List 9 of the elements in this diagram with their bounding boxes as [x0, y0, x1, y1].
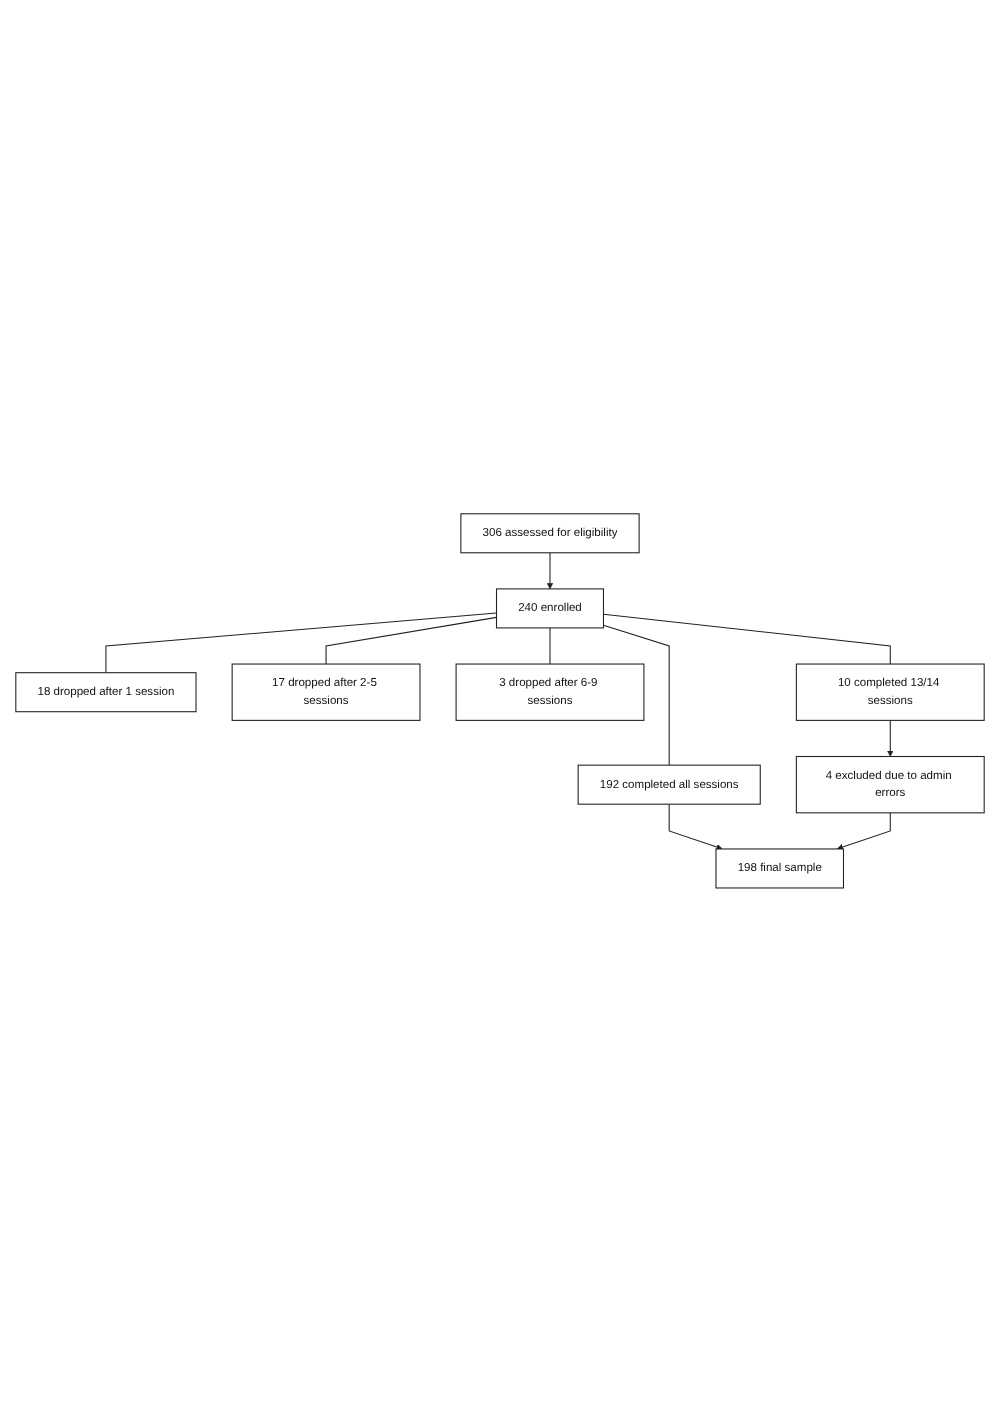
- connector: [105, 612, 498, 674]
- arrow: [836, 812, 891, 851]
- connector: [549, 627, 551, 665]
- connector: [602, 624, 670, 766]
- arrow: [668, 803, 723, 851]
- connector: [602, 613, 891, 665]
- arrow: [887, 719, 894, 757]
- arrow: [546, 552, 554, 590]
- connector: [325, 616, 498, 665]
